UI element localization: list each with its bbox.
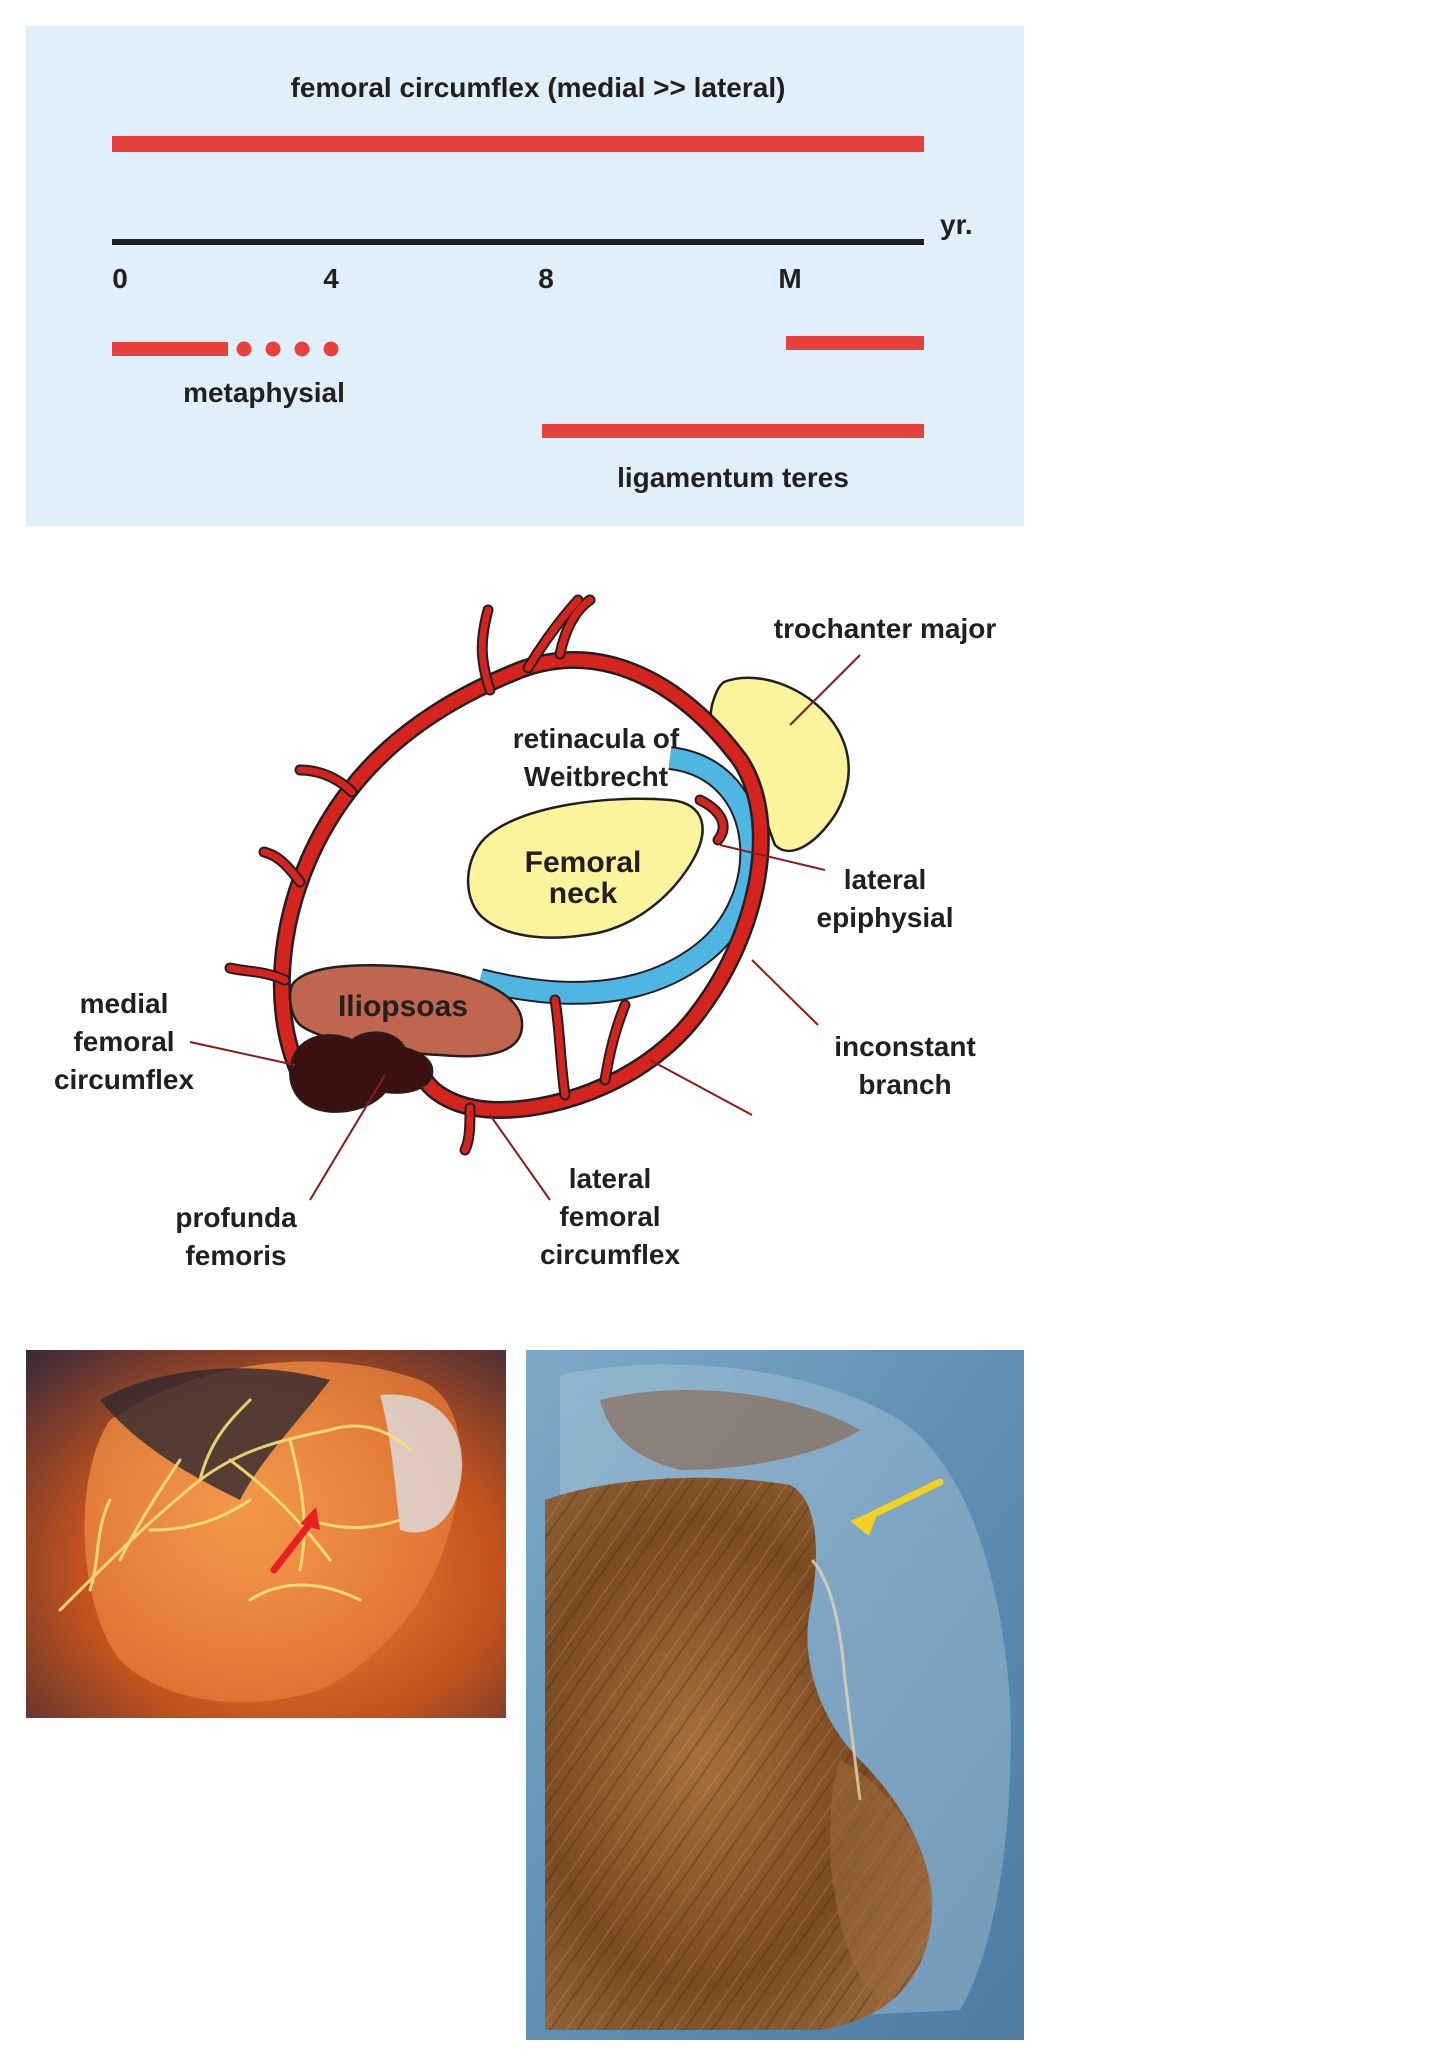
anatomy-diagram: trochanter major retinacula of Weitbrech… xyxy=(54,594,997,1271)
left-photo-arrow xyxy=(270,1518,315,1574)
leader-lines xyxy=(189,654,861,1201)
right-photo-arrow xyxy=(866,1478,944,1520)
label-inconstant-line-1: inconstant xyxy=(834,1031,976,1062)
iliopsoas-shape xyxy=(288,964,524,1058)
ligamentum-teres-label: ligamentum teres xyxy=(617,462,849,493)
tick-label-4: 4 xyxy=(323,263,339,294)
left-vessel-tree xyxy=(58,1398,412,1612)
metaphysial-dot-4 xyxy=(323,341,339,357)
label-lateral-fc-line-1: lateral xyxy=(569,1163,652,1194)
label-medial-fc-line-2: femoral xyxy=(73,1026,174,1057)
metaphysial-label: metaphysial xyxy=(183,377,345,408)
profunda-femoris-mass xyxy=(289,1031,434,1113)
label-lateral-fc-line-2: femoral xyxy=(559,1201,660,1232)
timeline-panel: femoral circumflex (medial >> lateral) y… xyxy=(26,26,1024,526)
label-lateral-epiphysial-line-2: epiphysial xyxy=(817,902,954,933)
left-dark-region xyxy=(100,1368,330,1500)
label-retinacula-line-2: Weitbrecht xyxy=(524,761,668,792)
right-upper-epiphysis xyxy=(600,1390,860,1470)
label-iliopsoas: Iliopsoas xyxy=(338,990,468,1023)
lateral-epiphysial-bar xyxy=(786,336,924,350)
right-lower-nodule xyxy=(830,1760,933,2000)
label-lateral-fc-line-3: circumflex xyxy=(540,1239,680,1270)
right-photo xyxy=(526,1350,1024,2040)
retinacula-band xyxy=(477,748,762,1003)
label-inconstant-line-2: branch xyxy=(858,1069,951,1100)
label-lateral-epiphysial-line-1: lateral xyxy=(844,864,927,895)
trochanter-major-shape xyxy=(709,676,850,853)
label-profunda-line-2: femoris xyxy=(185,1240,286,1271)
label-profunda-line-1: profunda xyxy=(175,1202,297,1233)
right-capsule-vessel xyxy=(810,1558,862,1801)
timeline-background xyxy=(26,26,1024,526)
metaphysial-bar xyxy=(112,342,228,356)
left-photo xyxy=(26,1350,506,1718)
label-medial-fc-line-1: medial xyxy=(80,988,169,1019)
tick-label-m: M xyxy=(778,263,801,294)
label-retinacula-line-1: retinacula of xyxy=(513,723,680,754)
label-femoral-neck-line-2: neck xyxy=(549,877,618,910)
tick-label-0: 0 xyxy=(112,263,128,294)
label-trochanter-major: trochanter major xyxy=(774,613,997,644)
tick-label-8: 8 xyxy=(538,263,554,294)
vessel-network xyxy=(224,594,770,1156)
age-axis-line xyxy=(112,239,924,245)
femoral-neck-shape xyxy=(466,797,704,939)
femoral-circumflex-bar xyxy=(112,136,924,152)
left-cartilage-cap xyxy=(380,1394,463,1533)
label-femoral-neck-line-1: Femoral xyxy=(525,846,642,879)
axis-unit-label: yr. xyxy=(940,209,973,240)
metaphysial-dot-2 xyxy=(265,341,281,357)
timeline-title: femoral circumflex (medial >> lateral) xyxy=(291,72,786,103)
label-medial-fc-line-3: circumflex xyxy=(54,1064,194,1095)
metaphysial-dot-1 xyxy=(236,341,252,357)
metaphysial-dot-3 xyxy=(294,341,310,357)
vessel-branches xyxy=(226,596,727,1154)
ligamentum-teres-bar xyxy=(542,424,924,438)
circumflex-vessel-ring xyxy=(275,653,768,1117)
